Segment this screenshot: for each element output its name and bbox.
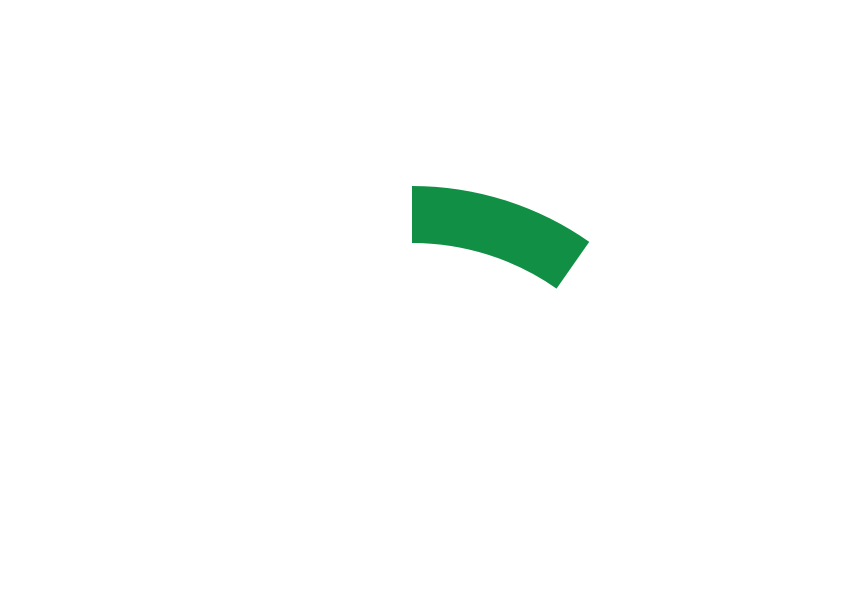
green-arc-segment bbox=[412, 186, 590, 289]
